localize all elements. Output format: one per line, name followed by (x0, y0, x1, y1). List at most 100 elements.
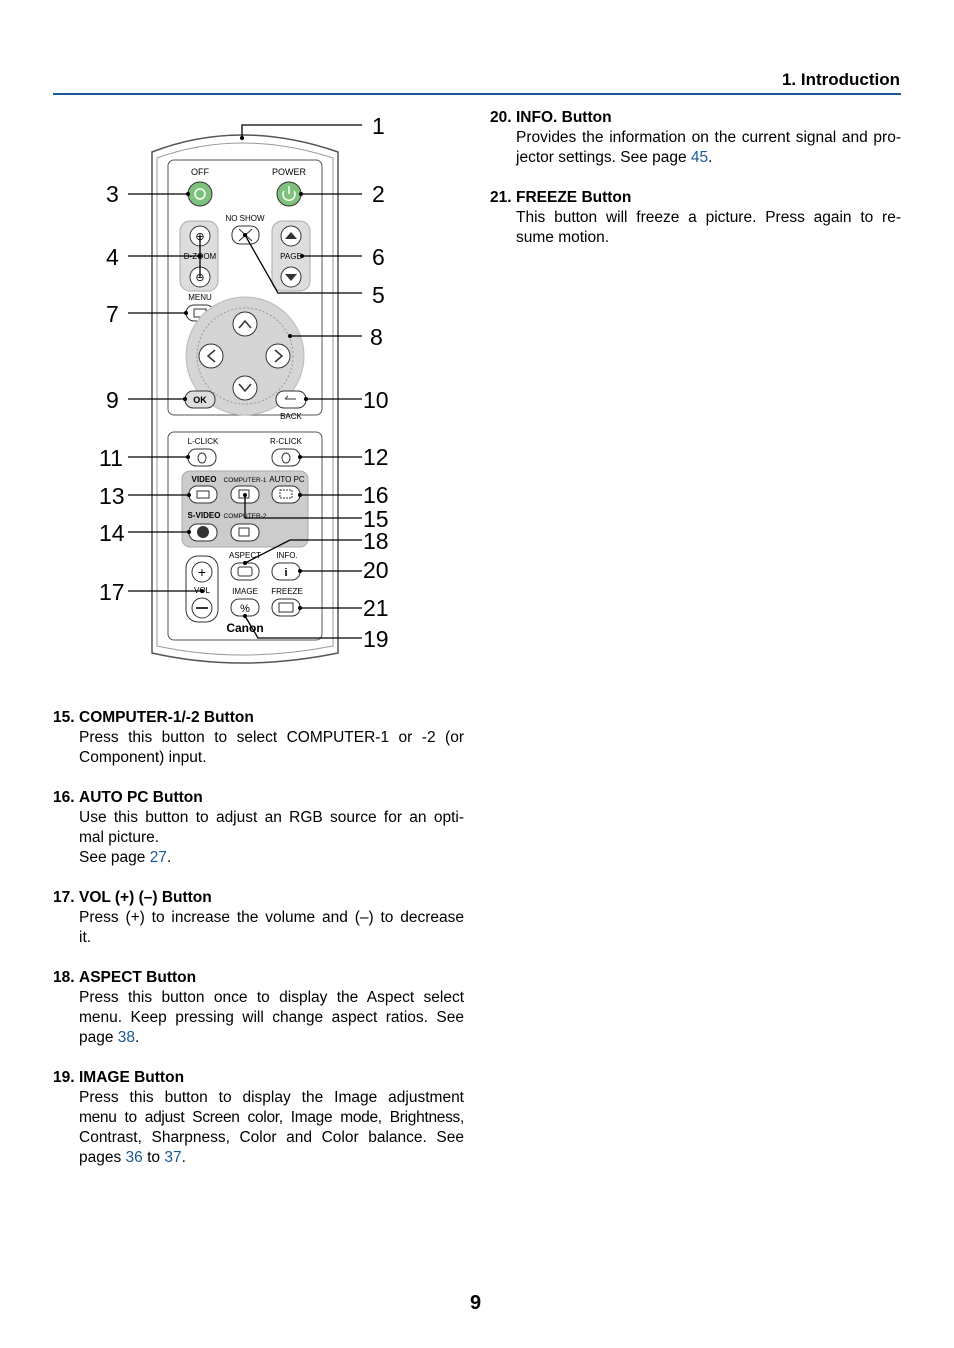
section-number: 20. (490, 109, 512, 126)
page-link[interactable]: 45 (690, 149, 709, 166)
right-button[interactable] (265, 343, 291, 369)
body-line: Use this button to adjust an RGB source … (79, 809, 464, 826)
s-video-icon (197, 526, 209, 538)
body-line: mal picture. (79, 829, 160, 846)
callout-16: 16 (363, 482, 389, 508)
body-line: Component) input. (79, 749, 207, 766)
section-number: 19. (53, 1069, 75, 1086)
remote-diagram: OFF POWER NO SHOW ⊕ D-ZOOM ⊖ PAGE MENU O… (99, 113, 389, 664)
back-arrow-icon (284, 395, 296, 400)
section-aspect-button: 18.ASPECT Button Press this button once … (53, 969, 464, 1046)
video-icon (196, 490, 210, 499)
no-show-label: NO SHOW (225, 214, 265, 223)
callout-9: 9 (106, 387, 119, 413)
menu-label: MENU (188, 293, 212, 302)
page-link[interactable]: 38 (117, 1029, 136, 1046)
section-vol-button: 17.VOL (+) (–) Button Press (+) to incre… (53, 888, 464, 948)
page-up-icon (285, 232, 297, 239)
direction-pad (185, 296, 305, 416)
section-title: AUTO PC Button (79, 789, 203, 806)
section-title: VOL (+) (–) Button (79, 889, 212, 906)
callout-15: 15 (363, 506, 389, 532)
mouse-right-icon (281, 452, 291, 464)
r-click-label: R-CLICK (270, 437, 303, 446)
zoom-out-icon: ⊖ (195, 272, 204, 284)
image-icon: % (240, 603, 250, 615)
aspect-button[interactable] (230, 562, 260, 581)
body-line: Press (+) to increase the volume and (–)… (79, 909, 464, 926)
body-line: Provides the information on the current … (516, 129, 901, 146)
freeze-icon (278, 602, 294, 613)
callout-1: 1 (372, 113, 385, 139)
section-computer-button: 15.COMPUTER-1/-2 Button Press this butto… (53, 708, 464, 768)
info-icon: i (284, 567, 287, 579)
page-number: 9 (470, 1292, 482, 1314)
mouse-left-icon (197, 452, 207, 464)
section-title: INFO. Button (516, 109, 612, 126)
callout-17: 17 (99, 579, 125, 605)
callout-7: 7 (106, 301, 119, 327)
callout-18: 18 (363, 528, 389, 554)
header-rule (53, 93, 901, 95)
off-icon (194, 188, 206, 200)
callout-8: 8 (370, 324, 383, 350)
page-link[interactable]: 37 (164, 1149, 182, 1166)
video-label: VIDEO (192, 475, 217, 484)
computer1-icon (238, 489, 250, 499)
callout-21: 21 (363, 595, 389, 621)
header-title: 1. Introduction (781, 70, 900, 89)
body-line: menu. Keep pressing will change aspect r… (79, 1009, 464, 1026)
section-number: 15. (53, 709, 75, 726)
off-button[interactable] (187, 181, 213, 207)
off-label: OFF (191, 167, 209, 177)
s-video-label: S-VIDEO (188, 511, 221, 520)
section-title: COMPUTER-1/-2 Button (79, 709, 254, 726)
video-button[interactable] (188, 485, 218, 504)
body-line: menu to adjust Screen color, Image mode,… (79, 1109, 464, 1126)
body-line: Press this button to display the Image a… (79, 1089, 464, 1106)
section-number: 17. (53, 889, 75, 906)
callout-5: 5 (372, 282, 385, 308)
body-line: it. (79, 929, 92, 946)
page-link[interactable]: 27 (149, 849, 167, 866)
section-title: FREEZE Button (516, 189, 632, 206)
freeze-button[interactable] (271, 598, 301, 617)
chevron-left-icon (206, 349, 216, 363)
up-button[interactable] (232, 311, 258, 337)
section-auto-pc-button: 16.AUTO PC Button Use this button to adj… (53, 789, 464, 866)
section-title: IMAGE Button (79, 1069, 185, 1086)
page-link[interactable]: 36 (125, 1149, 143, 1166)
section-info-button: 20.INFO. Button Provides the information… (490, 109, 901, 166)
callout-20: 20 (363, 557, 389, 583)
left-button[interactable] (198, 343, 224, 369)
auto-pc-label: AUTO PC (269, 475, 305, 484)
brand-logo: Canon (226, 621, 263, 635)
page-down-icon (285, 274, 297, 281)
section-number: 18. (53, 969, 75, 986)
section-image-button: 19.IMAGE Button Press this button to dis… (53, 1069, 464, 1166)
info-label: INFO. (276, 551, 297, 560)
vol-up-button[interactable] (191, 561, 213, 583)
body-line: Press this button to select COMPUTER-1 o… (79, 729, 464, 746)
ok-label: OK (193, 395, 207, 405)
body-line: sume motion. (516, 229, 610, 246)
callout-12: 12 (363, 444, 389, 470)
section-title: ASPECT Button (79, 969, 197, 986)
l-click-label: L-CLICK (188, 437, 219, 446)
chevron-down-icon (238, 383, 252, 393)
computer2-icon (238, 527, 250, 537)
body-line: Press this button once to display the As… (79, 989, 464, 1006)
callout-numbers: 1 2 3 4 5 6 7 8 9 10 11 12 13 14 15 16 1… (99, 113, 389, 652)
section-number: 16. (53, 789, 75, 806)
aspect-label: ASPECT (229, 551, 261, 560)
callout-6: 6 (372, 244, 385, 270)
chevron-up-icon (238, 319, 252, 329)
power-label: POWER (272, 167, 307, 177)
computer2-button[interactable] (230, 523, 260, 542)
auto-pc-button[interactable] (271, 485, 301, 504)
freeze-label: FREEZE (271, 587, 303, 596)
back-label: BACK (280, 412, 302, 421)
down-button[interactable] (232, 375, 258, 401)
computer1-label: COMPUTER-1 (224, 477, 267, 484)
aspect-icon (237, 566, 253, 577)
